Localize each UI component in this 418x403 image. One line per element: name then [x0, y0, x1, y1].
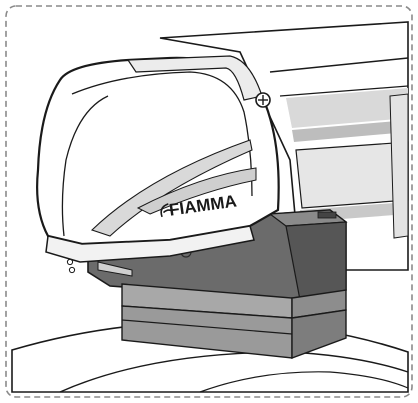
awning-body [159, 21, 409, 271]
awning-end-cap [36, 55, 280, 277]
screw-icon [255, 92, 271, 108]
dashed-border [5, 5, 413, 398]
spacer-blocks [121, 283, 347, 360]
